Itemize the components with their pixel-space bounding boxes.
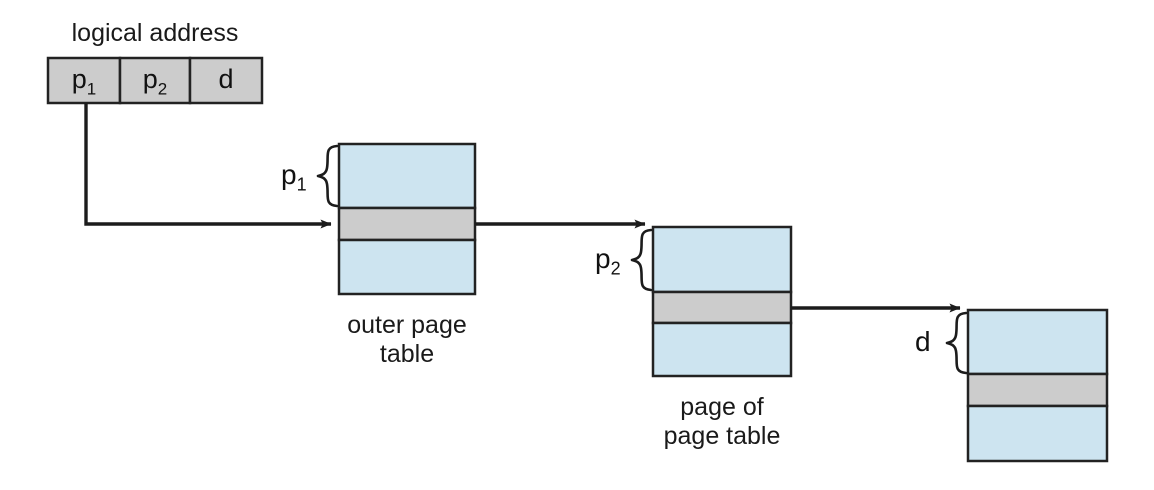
memory-page-row-bottom [966,404,1109,463]
logical-address-cell-d-label: d [218,64,234,94]
outer-page-table-row-selected [337,206,477,242]
logical-address-cell-d [188,56,264,105]
brace-p1 [316,144,339,208]
outer-page-table-caption-line2: table [379,340,435,368]
subscript-2: 2 [610,258,621,279]
brace-label-p1: p1 [281,159,307,195]
logical-address-cell-p1-label: p1 [71,64,97,99]
logical-address-cell-p1 [46,56,122,105]
page-of-page-table-row-top [651,225,793,294]
logical-address-cell-p2 [118,56,192,105]
memory-page-row-top [966,308,1109,376]
outer-page-table-caption-line1: outer page [347,311,467,339]
brace-p2 [630,228,653,292]
outer-page-table-row-bottom [337,238,477,296]
logical-address-title: logical address [71,19,239,47]
logical-address-box [46,56,264,105]
brace-d [945,311,968,375]
subscript-1: 1 [296,174,307,195]
subscript-1: 1 [86,79,97,99]
arrow-p1-to-outer-table [84,103,332,229]
outer-page-table [337,142,477,296]
subscript-2: 2 [157,79,168,99]
memory-page-row-selected [966,372,1109,408]
brace-label-d: d [915,326,931,357]
brace-label-p2: p2 [595,243,621,279]
page-of-page-table-row-bottom [651,321,793,378]
page-of-page-table-caption-line2: page table [663,422,781,450]
page-of-page-table-row-selected [651,290,793,325]
logical-address-cell-p2-label: p2 [142,64,168,99]
outer-page-table-row-top [337,142,477,210]
page-of-page-table-caption-line1: page of [680,393,764,421]
memory-page [966,308,1109,463]
page-of-page-table [651,225,793,378]
